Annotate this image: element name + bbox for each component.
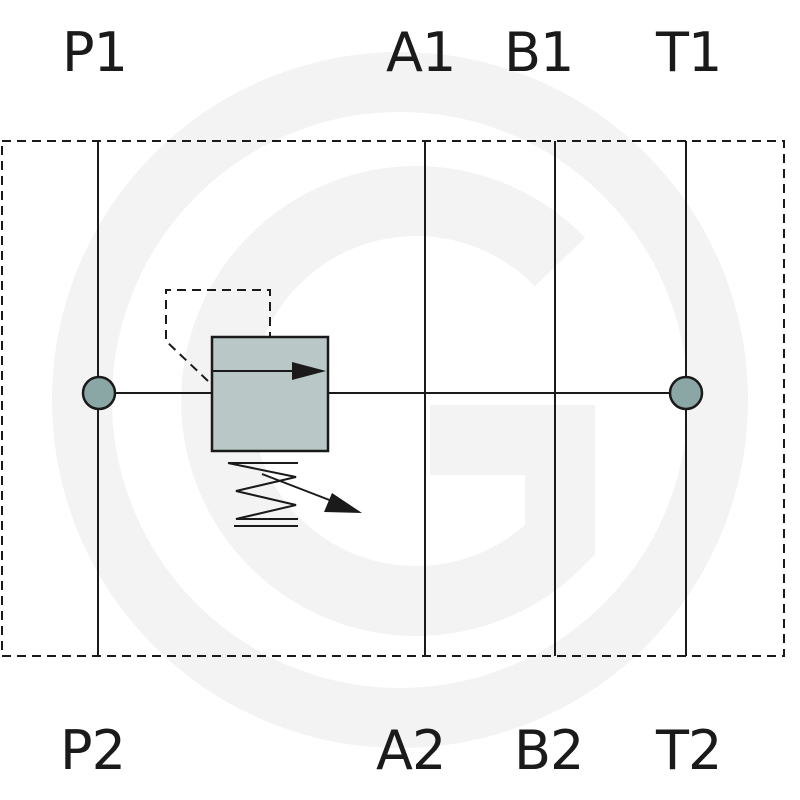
port-label-p1: P1 xyxy=(62,21,128,84)
relief-valve-body xyxy=(210,335,330,453)
adjust-arrowhead-icon xyxy=(324,493,362,513)
port-label-a2: A2 xyxy=(376,719,446,782)
block-outline xyxy=(1,140,785,657)
valve-flow-arrowhead-icon xyxy=(292,362,326,380)
spring-icon xyxy=(227,462,298,527)
port-label-p2: P2 xyxy=(60,719,126,782)
port-label-t1: T1 xyxy=(656,21,722,84)
pilot-line xyxy=(165,289,271,382)
port-label-a1: A1 xyxy=(386,21,456,84)
junction-node-p xyxy=(81,375,117,411)
adjust-arrow-shaft xyxy=(261,473,333,502)
junction-node-t xyxy=(668,375,704,411)
watermark-ring xyxy=(52,52,748,748)
port-label-b2: B2 xyxy=(514,719,584,782)
watermark-logo xyxy=(52,52,748,748)
port-label-t2: T2 xyxy=(656,719,722,782)
port-label-b1: B1 xyxy=(504,21,574,84)
